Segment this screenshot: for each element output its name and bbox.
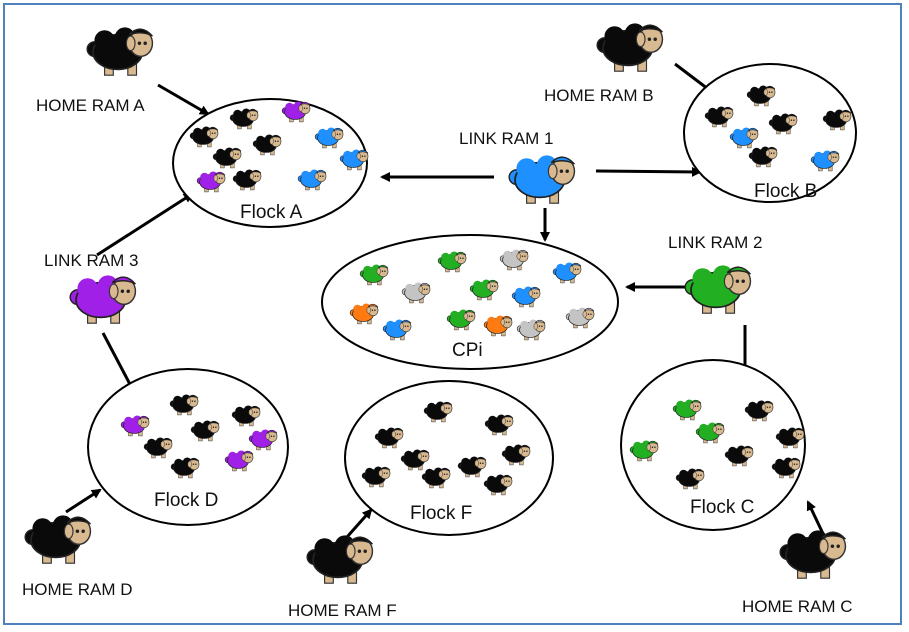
flock-c-sheep-green bbox=[672, 399, 702, 421]
home-ram-a-icon bbox=[86, 27, 154, 76]
label-link-ram-2: LINK RAM 2 bbox=[668, 233, 763, 252]
flock-c-sheep-black bbox=[724, 445, 754, 467]
cpi-sheep-gray bbox=[401, 282, 431, 304]
cpi-sheep-green bbox=[469, 279, 499, 301]
flock-d-sheep-black bbox=[231, 405, 261, 427]
arrow-link-ram-3-to-flock-a bbox=[96, 192, 194, 257]
flock-d-sheep-purple bbox=[224, 450, 254, 472]
flock-f bbox=[344, 380, 554, 536]
flock-a-sheep-purple bbox=[281, 101, 311, 123]
flock-f-sheep-black bbox=[484, 414, 514, 436]
flock-a-sheep-purple bbox=[196, 171, 226, 193]
arrow-home-ram-d-to-flock-d bbox=[65, 488, 102, 514]
arrow-link-ram-1-to-flock-b bbox=[595, 166, 702, 177]
flock-a-sheep-blue bbox=[339, 149, 369, 171]
arrow-home-ram-f-to-flock-f bbox=[345, 508, 373, 538]
flock-b-sheep-black bbox=[748, 146, 778, 168]
link-ram-2-icon bbox=[684, 265, 752, 314]
flock-b-sheep-blue bbox=[729, 127, 759, 149]
flock-b-sheep-black bbox=[768, 113, 798, 135]
flock-b-boundary bbox=[683, 63, 857, 203]
flock-c bbox=[620, 359, 806, 531]
cpi-sheep-green bbox=[359, 264, 389, 286]
home-ram-d-icon bbox=[24, 515, 92, 564]
flock-c-sheep-black bbox=[775, 427, 805, 449]
flock-a-sheep-black bbox=[232, 169, 262, 191]
flock-f-sheep-black bbox=[457, 456, 487, 478]
label-home-ram-d: HOME RAM D bbox=[22, 580, 133, 599]
flock-b-sheep-blue bbox=[810, 150, 840, 172]
flock-a-sheep-black bbox=[252, 134, 282, 156]
cpi-sheep-gray bbox=[499, 249, 529, 271]
cpi-sheep-blue bbox=[511, 286, 541, 308]
flock-d-sheep-black bbox=[143, 437, 173, 459]
flock-f-sheep-black bbox=[374, 427, 404, 449]
flocks bbox=[87, 63, 857, 536]
flock-d-sheep-black bbox=[190, 420, 220, 442]
flock-b-sheep-black bbox=[704, 106, 734, 128]
link-ram-3-icon bbox=[69, 275, 137, 324]
label-flock-c: Flock C bbox=[690, 497, 755, 518]
flock-f-sheep-black bbox=[400, 449, 430, 471]
flock-a-boundary bbox=[172, 98, 368, 228]
label-flock-b: Flock B bbox=[754, 181, 818, 202]
cpi-sheep-green bbox=[446, 309, 476, 331]
cpi-sheep-blue bbox=[552, 262, 582, 284]
flock-c-sheep-black bbox=[771, 457, 801, 479]
flock-d-sheep-black bbox=[169, 394, 199, 416]
flock-f-sheep-black bbox=[483, 474, 513, 496]
flock-a-sheep-black bbox=[212, 147, 242, 169]
flock-a-sheep-black bbox=[189, 126, 219, 148]
arrow-home-ram-a-to-flock-a bbox=[157, 83, 210, 116]
flock-b-sheep-black bbox=[746, 85, 776, 107]
cpi-sheep-green bbox=[437, 251, 467, 273]
flock-c-sheep-green bbox=[695, 422, 725, 444]
flock-c-sheep-black bbox=[675, 468, 705, 490]
flock-d bbox=[87, 368, 289, 526]
flock-b-sheep-black bbox=[822, 109, 852, 131]
cpi-sheep-gray bbox=[516, 319, 546, 341]
flock-d-sheep-purple bbox=[120, 415, 150, 437]
cpi bbox=[321, 234, 619, 370]
label-home-ram-b: HOME RAM B bbox=[544, 86, 654, 105]
label-link-ram-3: LINK RAM 3 bbox=[44, 251, 139, 270]
flock-a-sheep-blue bbox=[314, 127, 344, 149]
flock-a-sheep-blue bbox=[297, 169, 327, 191]
arrow-link-ram-3-to-flock-d bbox=[101, 332, 135, 392]
label-flock-d: Flock D bbox=[154, 490, 219, 511]
flock-a-sheep-black bbox=[229, 108, 259, 130]
rams bbox=[24, 23, 847, 584]
home-ram-c-icon bbox=[779, 530, 847, 579]
flock-f-sheep-black bbox=[423, 401, 453, 423]
link-ram-1-icon bbox=[508, 155, 576, 204]
label-flock-a: Flock A bbox=[240, 202, 303, 223]
flock-a bbox=[172, 98, 369, 228]
home-ram-f-icon bbox=[306, 535, 374, 584]
label-home-ram-a: HOME RAM A bbox=[36, 96, 145, 115]
label-home-ram-c: HOME RAM C bbox=[742, 597, 853, 616]
home-ram-b-icon bbox=[596, 23, 664, 72]
flock-b bbox=[683, 63, 857, 203]
label-link-ram-1: LINK RAM 1 bbox=[459, 129, 554, 148]
flock-f-sheep-black bbox=[361, 466, 391, 488]
flock-f-sheep-black bbox=[421, 467, 451, 489]
cpi-sheep-blue bbox=[382, 319, 412, 341]
label-cpi: CPi bbox=[452, 340, 483, 361]
flock-f-sheep-black bbox=[501, 444, 531, 466]
label-home-ram-f: HOME RAM F bbox=[288, 601, 397, 620]
flock-d-sheep-purple bbox=[248, 429, 278, 451]
diagram-frame bbox=[3, 3, 902, 625]
cpi-sheep-orange bbox=[483, 315, 513, 337]
flock-d-sheep-black bbox=[170, 457, 200, 479]
flock-c-sheep-green bbox=[629, 440, 659, 462]
cpi-sheep-gray bbox=[565, 307, 595, 329]
label-flock-f: Flock F bbox=[410, 503, 473, 524]
cpi-sheep-orange bbox=[349, 303, 379, 325]
flock-c-sheep-black bbox=[744, 400, 774, 422]
